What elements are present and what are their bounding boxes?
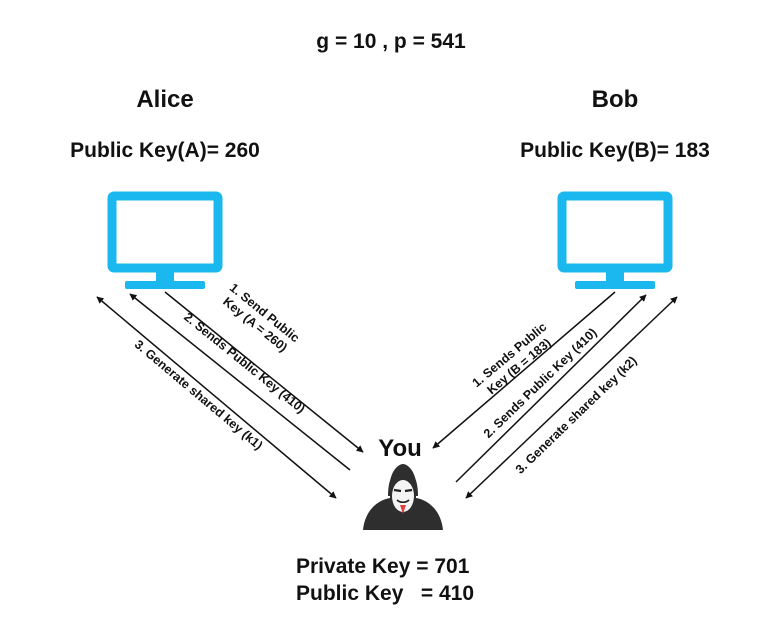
attacker-private-key: Private Key = 701 bbox=[296, 555, 470, 578]
alice-name: Alice bbox=[136, 86, 194, 113]
bob-public-key: Public Key(B)= 183 bbox=[520, 139, 710, 162]
attacker-public-key: Public Key = 410 bbox=[296, 582, 475, 605]
alice-public-key: Public Key(A)= 260 bbox=[70, 139, 260, 162]
bob-monitor-icon bbox=[557, 191, 673, 289]
arrow-shared-key-k2 bbox=[465, 296, 678, 499]
arrow-you-to-bob bbox=[455, 294, 647, 483]
arrow-shared-key-k1 bbox=[96, 296, 337, 499]
diffie-hellman-parameters: g = 10 , p = 541 bbox=[316, 30, 466, 53]
bob-name: Bob bbox=[591, 86, 639, 113]
alice-monitor-icon bbox=[107, 191, 223, 289]
anonymous-hacker-icon bbox=[363, 464, 443, 530]
bob-step3-label: 3. Generate shared key (k2) bbox=[513, 354, 640, 477]
attacker-name: You bbox=[378, 435, 422, 462]
